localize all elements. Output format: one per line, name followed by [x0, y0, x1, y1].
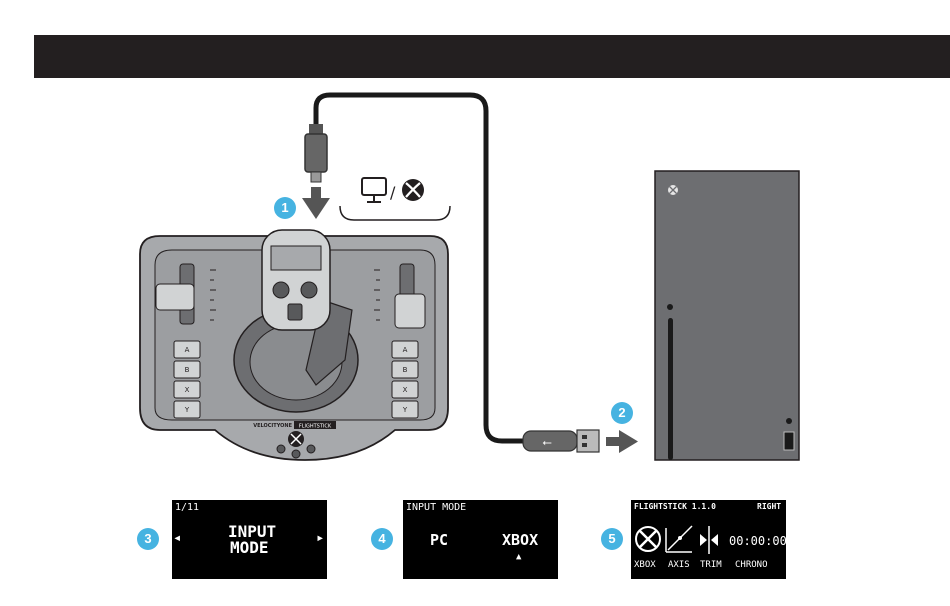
device-brand: VELOCITYONE	[253, 423, 292, 429]
option-xbox: XBOX	[502, 531, 538, 549]
header-bar	[34, 35, 950, 78]
menu-left-arrow: ◂	[173, 530, 181, 546]
menu-right-arrow: ▸	[316, 530, 324, 546]
left-button-label: B	[185, 366, 190, 374]
selection-marker: ▲	[516, 552, 521, 562]
right-button-label: B	[403, 366, 408, 374]
right-button-label: X	[403, 386, 408, 394]
screen-menu: 1/11 ◂ INPUT MODE ▸	[172, 500, 327, 579]
option-pc: PC	[430, 531, 448, 549]
step-4-badge: 4	[371, 528, 393, 550]
menu-counter: 1/11	[175, 502, 199, 513]
usb-a-connector: ⭠	[523, 430, 599, 452]
arrow-right	[606, 430, 638, 453]
step-3-badge: 3	[137, 528, 159, 550]
xbox-console	[655, 171, 799, 460]
right-button-label: A	[403, 346, 408, 354]
left-button-label: A	[185, 346, 190, 354]
monitor-icon	[362, 178, 386, 202]
left-button-label: X	[185, 386, 190, 394]
step-2-badge: 2	[611, 402, 633, 424]
platform-bracket	[340, 206, 450, 220]
right-button-label: Y	[402, 406, 408, 414]
step-1-badge: 1	[274, 197, 296, 219]
arrow-down	[302, 187, 330, 219]
platform-separator: /	[390, 183, 396, 202]
device-connector	[305, 124, 327, 182]
left-button-label: Y	[184, 406, 190, 414]
screen-input-mode: INPUT MODE PC XBOX ▲	[403, 500, 558, 579]
step-5-badge: 5	[601, 528, 623, 550]
device-model: FLIGHTSTICK	[299, 424, 332, 430]
screen-home	[631, 500, 786, 579]
input-mode-title: INPUT MODE	[406, 502, 466, 513]
xbox-logo-icon	[402, 179, 424, 201]
flightstick-device: A B X Y A B X Y VELOCITYONE FLIGHTSTICK	[140, 230, 448, 460]
usb-icon: ⭠	[542, 435, 552, 449]
menu-title-line2: MODE	[230, 538, 269, 557]
